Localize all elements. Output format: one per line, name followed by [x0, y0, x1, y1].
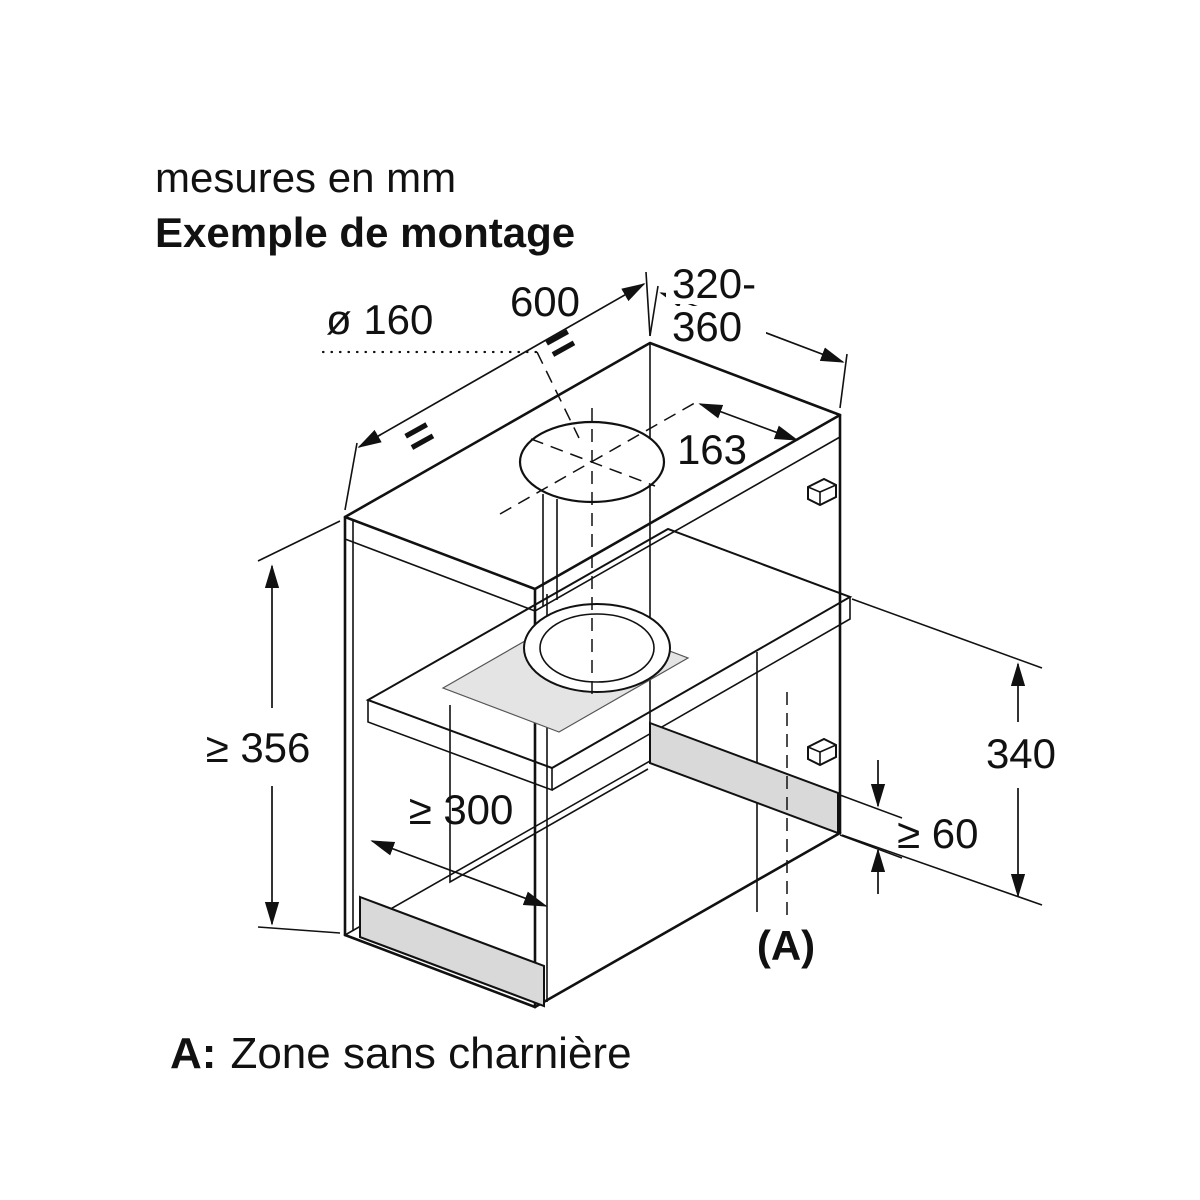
dim-min-height-label: ≥ 356 — [206, 724, 311, 771]
width-ext-line-right — [645, 271, 651, 337]
legend: A: Zone sans charnière — [170, 1029, 632, 1078]
duct-collar-inner — [539, 613, 655, 683]
shaded-zones — [359, 721, 839, 1008]
dim-min-clearance-label: ≥ 300 — [409, 786, 514, 833]
legend-text: Zone sans charnière — [230, 1029, 631, 1078]
front-shaded-strip — [359, 895, 545, 1008]
strip-ext-top — [839, 794, 903, 819]
label-mask — [666, 306, 766, 346]
page-title: Exemple de montage — [155, 209, 575, 256]
legend-prefix: A: — [170, 1029, 216, 1078]
right-shaded-strip — [649, 721, 839, 835]
hinge-body — [807, 477, 837, 507]
strip-ext-bottom — [839, 834, 903, 859]
shelf — [365, 494, 853, 792]
hole-offset-dim-line — [698, 403, 799, 441]
dim-inner-height-label: 340 — [986, 730, 1056, 777]
inner-height-ext-top — [851, 598, 1043, 669]
dim-min-strip-label: ≥ 60 — [897, 810, 978, 857]
hinge-detail — [807, 484, 837, 505]
dim-width-label: 600 — [510, 278, 580, 325]
depth-ext-line-right — [839, 353, 848, 409]
dim-depth-label-line2: 360 — [672, 303, 742, 350]
top-panel-thickness — [344, 436, 841, 612]
hinge-detail — [807, 744, 837, 765]
dim-depth-label-line1: 320- — [672, 260, 756, 307]
duct-lines — [542, 494, 558, 606]
dim-diameter-label: ø 160 — [326, 296, 433, 343]
min-height-ext-top — [257, 520, 341, 562]
duct-collar-outer — [523, 603, 671, 693]
zone-a-marker: (A) — [757, 922, 815, 969]
units-label: mesures en mm — [155, 154, 456, 201]
label-mask — [666, 262, 802, 304]
width-dim-line — [357, 283, 646, 448]
hole-centerline-width — [499, 399, 701, 515]
inner-height-ext-bottom — [841, 834, 1043, 906]
min-height-ext-bottom — [257, 926, 341, 934]
hinge-bottom — [807, 737, 837, 767]
hinge-body — [807, 737, 837, 767]
hinge-top — [807, 477, 837, 507]
dim-hole-offset-label: 163 — [677, 426, 747, 473]
front-bottom-edge — [343, 933, 537, 1009]
dimensions: 600 320- 360 ø 160 = = 163 ≥ 356 — [206, 260, 1056, 969]
hinges — [807, 477, 837, 767]
right-bottom-edge — [533, 831, 842, 1009]
depth-ext-line-left — [649, 285, 659, 337]
equal-mark-2: = — [394, 406, 444, 466]
width-ext-line-left — [344, 442, 358, 511]
min-clearance-dim-line — [370, 840, 548, 907]
